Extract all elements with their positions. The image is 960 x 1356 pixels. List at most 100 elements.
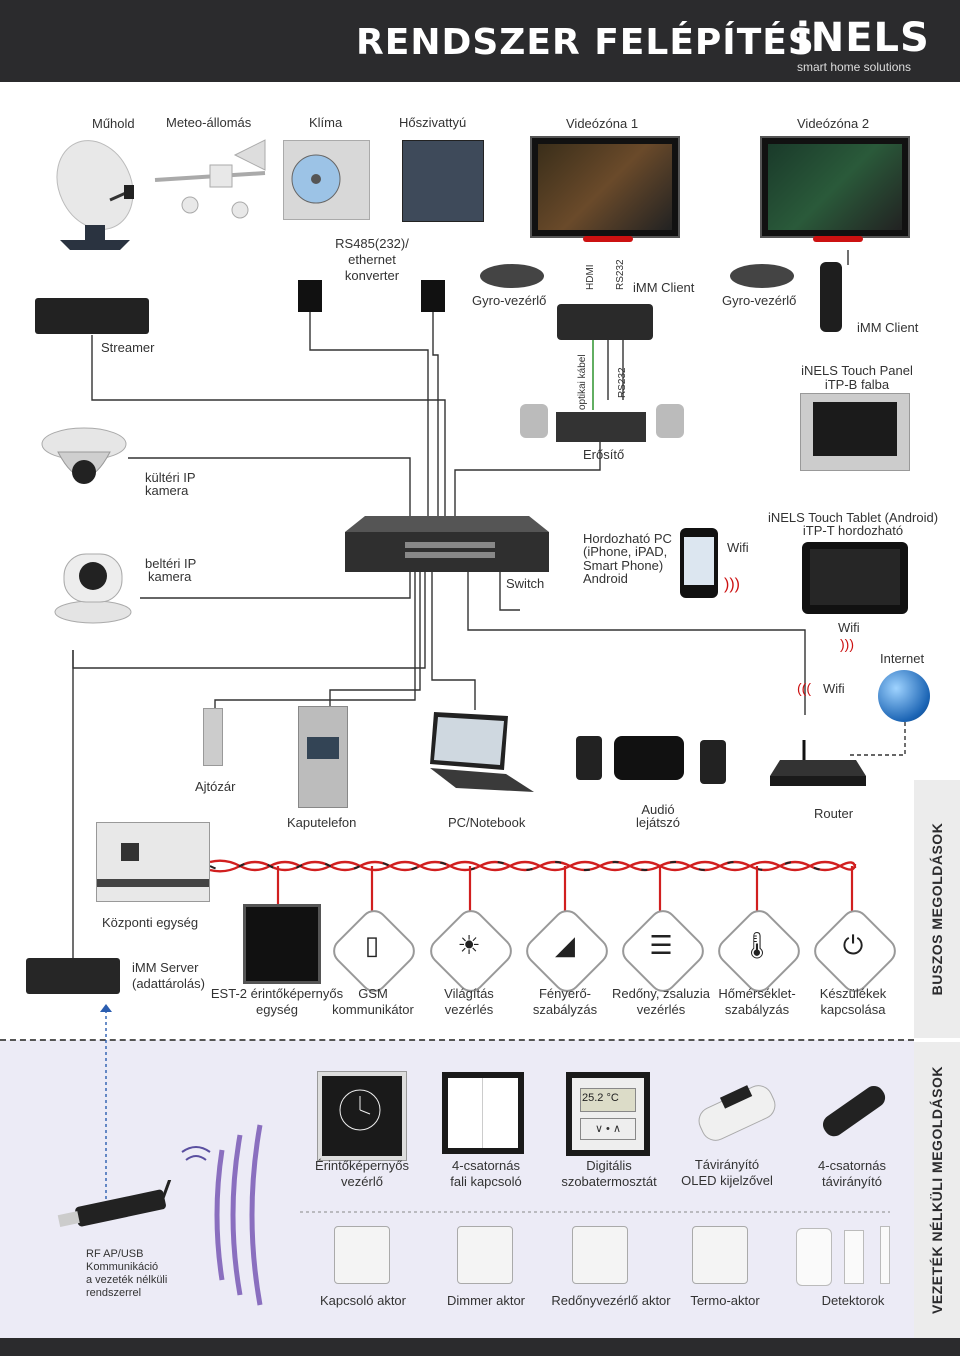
label-rf-1: RF AP/USB	[86, 1248, 144, 1260]
sidebar-wireless: VEZETÉK NÉLKÜLI MEGOLDÁSOK	[914, 1042, 960, 1338]
tv-zone2-icon	[760, 136, 910, 238]
label-homerseklet-2: szabályzás	[724, 1002, 790, 1017]
inels-logo: iNELS	[796, 15, 930, 61]
window-detector-icon	[880, 1226, 890, 1284]
wireless-touchscreen-icon	[317, 1071, 407, 1161]
label-rs232-a: RS232	[615, 259, 626, 290]
wifi-signal3-icon: (((	[797, 680, 811, 696]
label-hoszivattyu: Hőszivattyú	[399, 115, 467, 130]
label-kapcsolo4-2: fali kapcsoló	[450, 1174, 522, 1189]
streamer-icon	[35, 298, 149, 334]
label-kozponti: Központi egység	[102, 915, 199, 930]
blinds-icon: ☰	[649, 930, 673, 960]
label-fenyero-2: szabályzás	[532, 1002, 598, 1017]
wall-switch-4ch-icon	[442, 1072, 524, 1154]
heat-pump-icon	[402, 140, 484, 222]
label-wifi1: Wifi	[727, 540, 749, 555]
label-imm-server-1: iMM Server	[132, 960, 199, 975]
label-hdmi: HDMI	[585, 264, 596, 290]
label-imm-client2: iMM Client	[857, 320, 919, 335]
label-detektorok: Detektorok	[821, 1293, 885, 1308]
label-digitalis-1: Digitális	[586, 1158, 632, 1173]
label-belteri-1: beltéri IP	[145, 556, 197, 571]
wifi-signal2-icon: )))	[840, 636, 854, 652]
label-redony-2: vezérlés	[636, 1002, 686, 1017]
label-pc-3: Smart Phone)	[583, 558, 664, 573]
label-ajtozar: Ajtózár	[195, 779, 236, 794]
digital-thermostat-icon: 25.2 °C ∨ • ∧	[566, 1072, 650, 1156]
light-bulb-icon: ☀	[457, 930, 481, 960]
label-rs485-2: ethernet	[348, 252, 396, 267]
dimmer-icon: ◢	[555, 930, 575, 960]
label-erosito: Erősítő	[583, 447, 625, 462]
imm-client-box-icon	[557, 304, 653, 340]
meteo-station-icon	[150, 135, 270, 225]
outdoor-camera-icon	[40, 426, 128, 496]
label-pc-4: Android	[583, 571, 628, 586]
central-unit-icon	[96, 822, 210, 902]
label-vilagitas-2: vezérlés	[444, 1002, 494, 1017]
label-vilagitas-1: Világítás	[444, 986, 494, 1001]
label-video1: Videózóna 1	[566, 116, 639, 131]
label-imm-server-2: (adattárolás)	[132, 976, 205, 991]
label-kulteri-2: kamera	[145, 483, 189, 498]
motion-detector-icon	[796, 1228, 832, 1286]
audio-speaker-right-icon	[700, 740, 726, 784]
label-tablet-1: iNELS Touch Tablet (Android)	[767, 510, 939, 525]
label-termo-aktor: Termo-aktor	[690, 1293, 760, 1308]
router-icon	[770, 740, 866, 790]
blind-actor-icon	[572, 1226, 628, 1284]
label-audio-1: Audió	[641, 802, 675, 817]
keyfob-remote-icon	[815, 1076, 887, 1148]
label-est2-1: EST-2 érintőképernyős	[210, 986, 344, 1001]
audio-player-icon	[614, 736, 684, 780]
label-dimmer-aktor: Dimmer aktor	[446, 1293, 526, 1308]
network-switch-icon	[345, 516, 549, 572]
label-kaputelefon: Kaputelefon	[287, 815, 357, 830]
label-meteo: Meteo-állomás	[166, 115, 252, 130]
label-wifi2: Wifi	[838, 620, 860, 635]
label-erinto-2: vezérlő	[341, 1174, 383, 1189]
label-digitalis-2: szobatermosztát	[561, 1174, 657, 1189]
wifi-signal-icon: )))	[724, 576, 740, 593]
label-taviranyito-2: OLED kijelzővel	[681, 1173, 773, 1188]
imm-client2-icon	[820, 262, 842, 332]
label-pc-2: (iPhone, iPAD,	[583, 544, 668, 559]
label-est2-2: egység	[256, 1002, 298, 1017]
label-kapcsolo-aktor: Kapcsoló aktor	[320, 1293, 406, 1308]
est2-touchscreen-icon	[243, 904, 321, 984]
label-homerseklet-1: Hőmérséklet-	[718, 986, 796, 1001]
label-optikai: optikai kábel	[577, 354, 588, 410]
power-icon: ⏻	[842, 930, 864, 960]
label-muhold: Műhold	[92, 116, 135, 131]
label-redony-1: Redőny, zsaluzia	[611, 986, 711, 1001]
label-rf-2: Kommunikáció	[86, 1261, 159, 1273]
label-pc-notebook: PC/Notebook	[448, 815, 526, 830]
label-taviranyito4-2: távirányító	[822, 1174, 882, 1189]
indoor-camera-icon	[52, 540, 134, 624]
oled-remote-icon	[688, 1076, 780, 1148]
label-rf-4: rendszerrel	[86, 1287, 142, 1299]
label-taviranyito-1: Távirányító	[694, 1157, 760, 1172]
speaker-right-icon	[656, 404, 684, 438]
label-redony-aktor: Redőnyvezérlő aktor	[551, 1293, 671, 1308]
label-belteri-2: kamera	[148, 569, 192, 584]
door-lock-icon	[203, 708, 223, 766]
logo-tagline: smart home solutions	[797, 60, 912, 74]
tv-zone1-icon	[530, 136, 680, 238]
thermostat-arrows-icon: ∨ • ∧	[580, 1118, 636, 1140]
audio-speaker-left-icon	[576, 736, 602, 780]
label-gsm-2: kommunikátor	[332, 1002, 414, 1017]
label-rs485-3: konverter	[344, 268, 400, 283]
label-pc-1: Hordozható PC	[583, 531, 672, 546]
label-taviranyito4-1: 4-csatornás	[818, 1158, 886, 1173]
imm-server-icon	[26, 958, 120, 994]
amplifier-icon	[556, 412, 646, 442]
gyro-remote2-icon	[730, 264, 794, 288]
phone-icon: ▯	[364, 930, 380, 960]
label-audio-2: lejátszó	[635, 815, 681, 830]
internet-globe-icon	[878, 670, 930, 722]
label-wifi3: Wifi	[823, 681, 845, 696]
intercom-icon	[298, 706, 348, 808]
